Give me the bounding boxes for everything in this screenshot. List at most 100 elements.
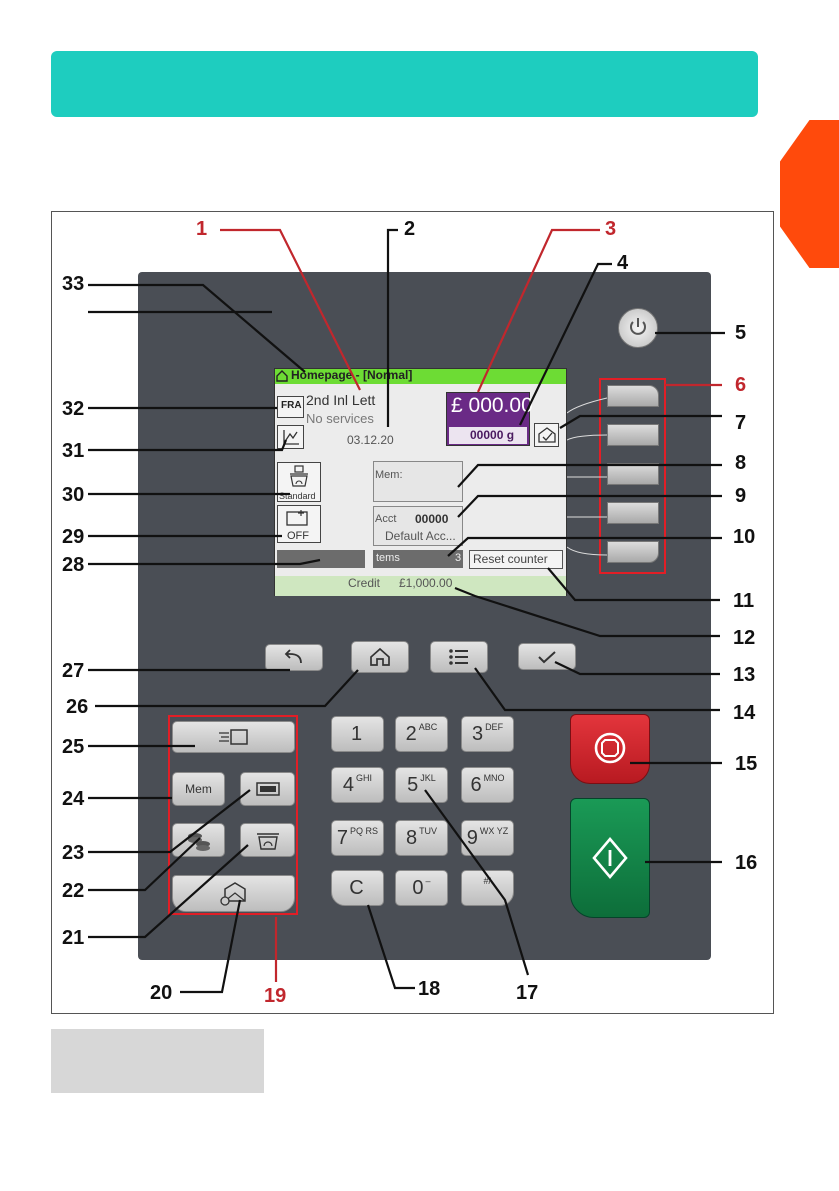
callout-20: 20 xyxy=(150,982,173,1004)
country-badge-text: FRA xyxy=(281,400,302,411)
keypad-key[interactable]: 0– xyxy=(395,870,448,906)
callout-7: 7 xyxy=(735,412,747,434)
back-button[interactable] xyxy=(265,644,323,671)
keypad-key-sub: DEF xyxy=(485,722,504,732)
callout-23: 23 xyxy=(62,842,85,864)
rate-name[interactable]: 2nd Inl Lett xyxy=(306,392,376,408)
keypad-key-main: 5 xyxy=(407,773,419,796)
callout-17: 17 xyxy=(516,982,539,1004)
callout-22: 22 xyxy=(62,880,85,902)
keypad-key-main: C xyxy=(349,876,364,899)
items-count: 3 xyxy=(455,552,462,564)
weight-bar xyxy=(449,427,527,444)
keypad-key[interactable]: 1 xyxy=(331,716,384,752)
keypad-key-sub: WX YZ xyxy=(479,826,509,836)
keypad-key-sub: JKL xyxy=(420,773,436,783)
keypad-key-sub: #/. xyxy=(483,876,494,886)
date-text: 03.12.20 xyxy=(347,433,394,447)
power-icon xyxy=(630,318,646,335)
home-small-icon xyxy=(276,370,288,382)
keypad-key-main: 6 xyxy=(470,773,482,796)
soft-key-4[interactable] xyxy=(607,502,659,524)
country-badge[interactable] xyxy=(277,396,304,418)
callout-33: 33 xyxy=(62,273,85,295)
callout-16: 16 xyxy=(735,852,758,874)
soft-key-2[interactable] xyxy=(607,424,659,446)
keypad-key-main: 8 xyxy=(405,826,418,849)
keypad-key-main: 9 xyxy=(466,826,478,849)
keypad-key-main: 1 xyxy=(350,722,363,745)
account-name: Default Acc... xyxy=(385,529,456,543)
credit-label: Credit xyxy=(348,576,381,590)
keypad-key-sub: GHI xyxy=(356,773,373,783)
weigh-mode-button[interactable] xyxy=(277,462,321,502)
weigh-platform-icon xyxy=(290,465,308,487)
account-field[interactable] xyxy=(373,506,463,546)
feed-button[interactable] xyxy=(172,721,295,753)
callout-19: 19 xyxy=(264,985,287,1007)
callout-31: 31 xyxy=(62,440,85,462)
home-button[interactable] xyxy=(351,641,409,673)
services-text: No services xyxy=(306,411,374,426)
keypad-key-sub: PQ RS xyxy=(350,826,379,836)
soft-key-1[interactable] xyxy=(607,385,659,407)
callout-15: 15 xyxy=(735,753,758,775)
keypad-key-main: 2 xyxy=(405,722,417,745)
account-label: Acct xyxy=(375,513,397,525)
weight-text: 00000 g xyxy=(470,428,515,442)
callout-10: 10 xyxy=(733,526,756,548)
account-number: 00000 xyxy=(415,512,449,526)
callout-26: 26 xyxy=(66,696,89,718)
graph-button[interactable] xyxy=(277,425,304,449)
menu-button[interactable] xyxy=(430,641,488,673)
envelope-settings-icon xyxy=(219,881,246,906)
callout-4: 4 xyxy=(617,252,629,274)
stop-button[interactable] xyxy=(570,714,650,784)
callout-11: 11 xyxy=(733,590,755,612)
keypad-key[interactable]: C xyxy=(331,870,384,906)
reset-counter-label: Reset counter xyxy=(473,552,548,566)
scale-button[interactable] xyxy=(240,823,295,857)
callout-25: 25 xyxy=(62,736,85,758)
callout-13: 13 xyxy=(733,664,756,686)
callout-6: 6 xyxy=(735,374,747,396)
callout-27: 27 xyxy=(62,660,85,682)
envelope-check-button[interactable] xyxy=(534,423,559,447)
memory-key[interactable]: Mem xyxy=(172,772,225,806)
function-keys-highlight xyxy=(168,715,298,915)
keypad-key-main: 7 xyxy=(336,826,349,849)
memory-field[interactable] xyxy=(373,461,463,502)
ad-slogan-button[interactable] xyxy=(277,505,321,543)
soft-key-3[interactable] xyxy=(607,463,659,485)
items-label: tems xyxy=(376,552,400,564)
items-field xyxy=(373,550,463,568)
soft-key-connectors xyxy=(567,397,608,556)
screen-title-bar xyxy=(275,369,566,384)
menu-icon xyxy=(449,649,468,665)
ad-slogan-state: OFF xyxy=(287,530,309,542)
reset-counter-button[interactable] xyxy=(469,550,563,569)
callout-14: 14 xyxy=(733,702,756,724)
coins-icon xyxy=(187,833,210,851)
callout-28: 28 xyxy=(62,554,85,576)
keypad-key-main: 0 xyxy=(412,876,424,899)
ok-button[interactable] xyxy=(518,643,576,670)
soft-key-5[interactable] xyxy=(607,541,659,563)
power-button[interactable] xyxy=(618,308,658,348)
ad-slogan-icon xyxy=(286,510,308,526)
soft-keys-highlight xyxy=(599,378,666,574)
callout-8: 8 xyxy=(735,452,747,474)
caption-box xyxy=(51,1029,264,1093)
start-icon xyxy=(592,836,628,880)
callout-5: 5 xyxy=(735,322,747,344)
header-bar xyxy=(51,51,758,117)
tape-button[interactable] xyxy=(240,772,295,806)
tape-icon xyxy=(255,782,280,796)
